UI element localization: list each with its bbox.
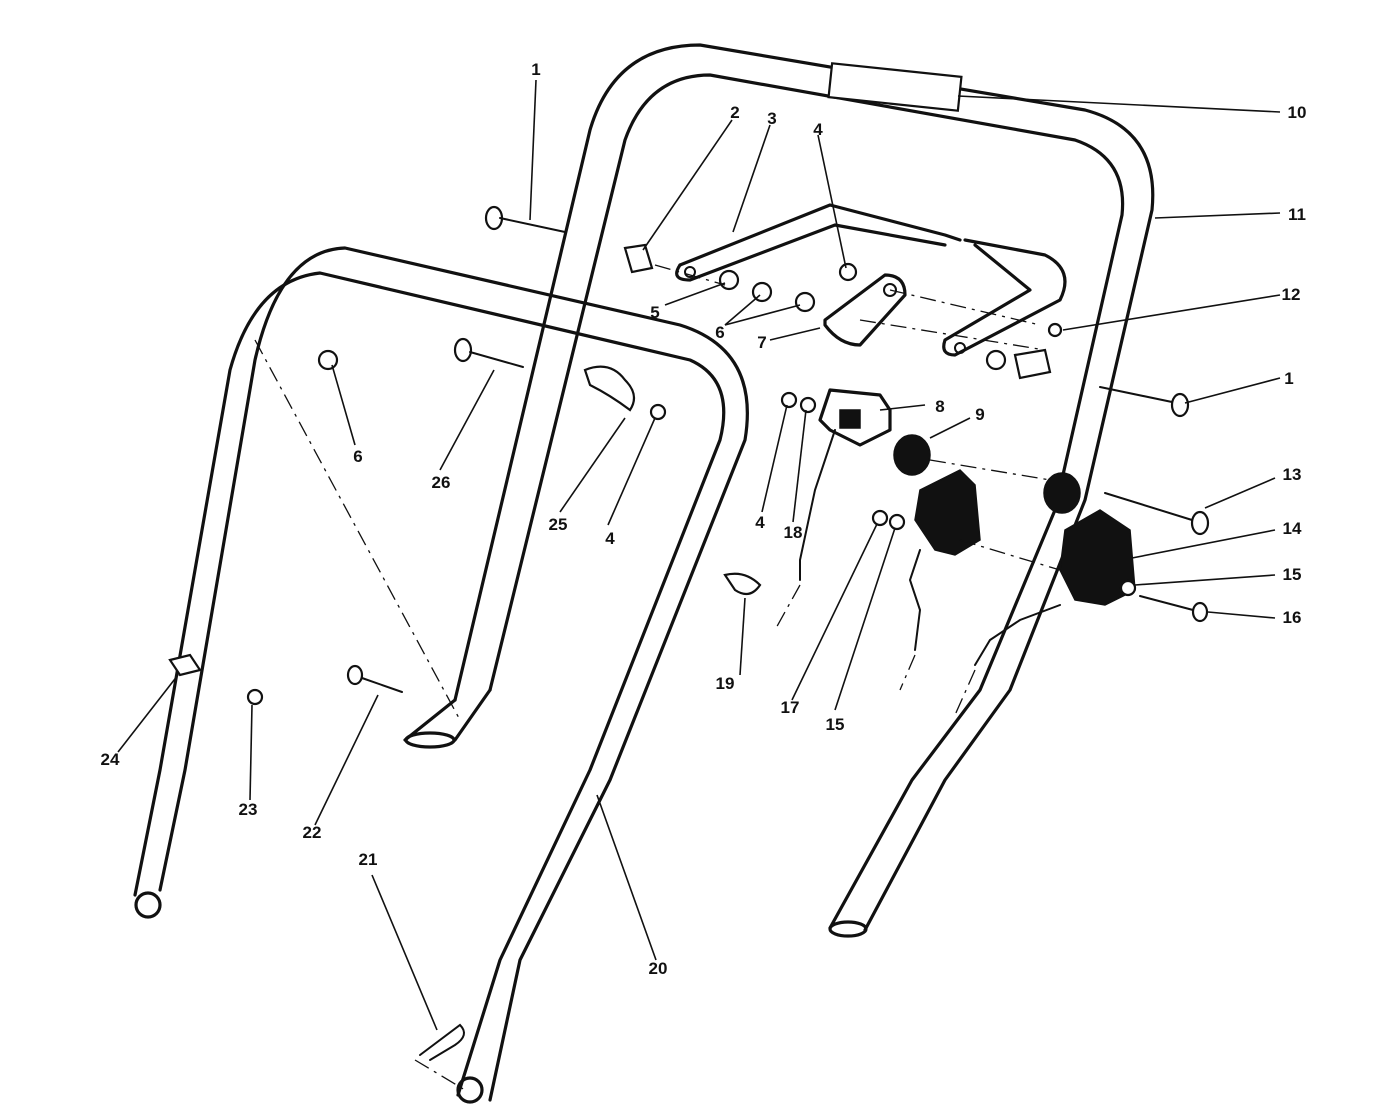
switch-box <box>799 388 892 581</box>
callout-3: 3 <box>767 109 776 128</box>
callout-5: 5 <box>650 303 659 322</box>
hardware <box>168 205 1210 1061</box>
callout-16: 16 <box>1283 608 1302 627</box>
callout-15b: 15 <box>826 715 845 734</box>
callout-19: 19 <box>716 674 735 693</box>
lower-handle <box>133 246 749 1104</box>
callout-4c: 4 <box>755 513 765 532</box>
callout-26: 26 <box>432 473 451 492</box>
callout-14: 14 <box>1283 519 1302 538</box>
callout-12: 12 <box>1282 285 1301 304</box>
callout-labels: 1 2 3 4 10 11 12 5 6 7 8 9 1 6 26 25 4 4… <box>101 60 1307 978</box>
control-bar <box>675 203 1067 357</box>
callout-4: 4 <box>813 120 823 139</box>
callout-23: 23 <box>239 800 258 819</box>
bracket-plate <box>823 273 907 347</box>
callout-2: 2 <box>730 103 739 122</box>
callout-1b: 1 <box>1284 369 1293 388</box>
callout-15: 15 <box>1283 565 1302 584</box>
callout-24: 24 <box>101 750 120 769</box>
callout-4b: 4 <box>605 529 615 548</box>
callout-18: 18 <box>784 523 803 542</box>
callout-13: 13 <box>1283 465 1302 484</box>
leader-lines <box>117 79 1281 1031</box>
callout-1: 1 <box>531 60 540 79</box>
callout-20: 20 <box>649 959 668 978</box>
throttle-control-right <box>974 472 1136 666</box>
callout-8: 8 <box>935 397 944 416</box>
assembly-lines <box>254 264 1061 1091</box>
callout-11: 11 <box>1288 205 1306 224</box>
callout-6: 6 <box>715 323 724 342</box>
callout-10: 10 <box>1288 103 1307 122</box>
callout-9: 9 <box>975 405 984 424</box>
callout-25: 25 <box>549 515 568 534</box>
upper-handle <box>403 43 1155 938</box>
callout-21: 21 <box>359 850 378 869</box>
callout-22: 22 <box>303 823 322 842</box>
callout-17: 17 <box>781 698 800 717</box>
callout-6b: 6 <box>353 447 362 466</box>
throttle-control-left <box>893 434 981 651</box>
callout-7: 7 <box>757 333 766 352</box>
